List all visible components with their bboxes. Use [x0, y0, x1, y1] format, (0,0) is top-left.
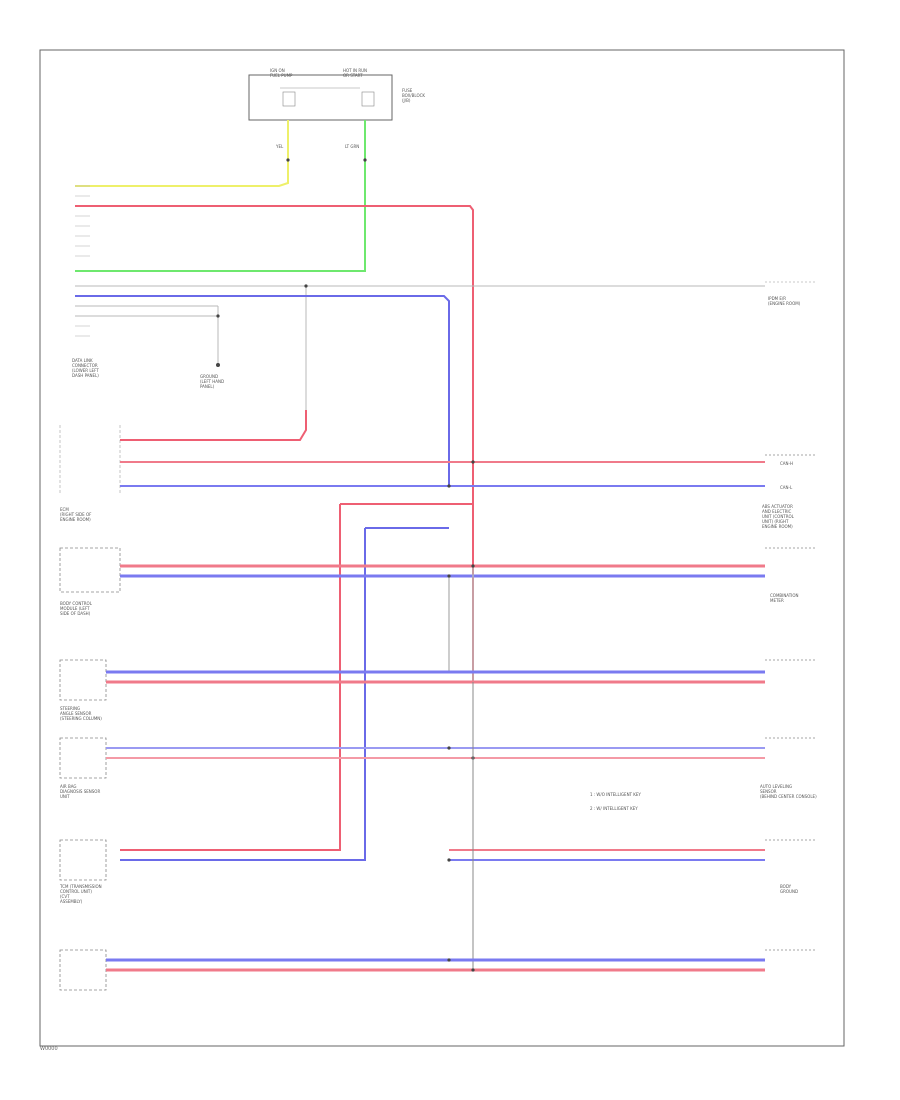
left-connector-pins [75, 185, 90, 337]
wire-yel-label: YEL [275, 144, 284, 149]
data-link-connector [59, 425, 121, 495]
wire-red-top [75, 205, 474, 682]
can-h-label-1: CAN-H [780, 461, 793, 466]
can-l-label-1: CAN-L [780, 485, 793, 490]
wire-yel [75, 120, 289, 187]
splice-center [448, 566, 474, 682]
note-2: 2 : W/ INTELLIGENT KEY [590, 806, 638, 811]
diagram-frame [39, 49, 845, 1047]
bcm-block [59, 547, 121, 593]
steering-block [59, 659, 107, 701]
footer-code: W0000 [40, 1046, 58, 1052]
tcm-block [59, 839, 107, 881]
wire-red-dlc [120, 410, 307, 441]
wire-lt-grn-label: LT GRN [345, 144, 359, 149]
wire-blu-top [75, 295, 450, 486]
note-1: 1 : W/O INTELLIGENT KEY [590, 792, 641, 797]
wire-lt-grn [75, 120, 366, 272]
right-connector-markers [765, 454, 815, 951]
bottom-block [59, 949, 107, 991]
air-bag-block [59, 737, 107, 779]
wire-blu-tcm [120, 527, 449, 861]
ipdm-caption: IPDM E/R(ENGINE ROOM) [768, 296, 801, 306]
